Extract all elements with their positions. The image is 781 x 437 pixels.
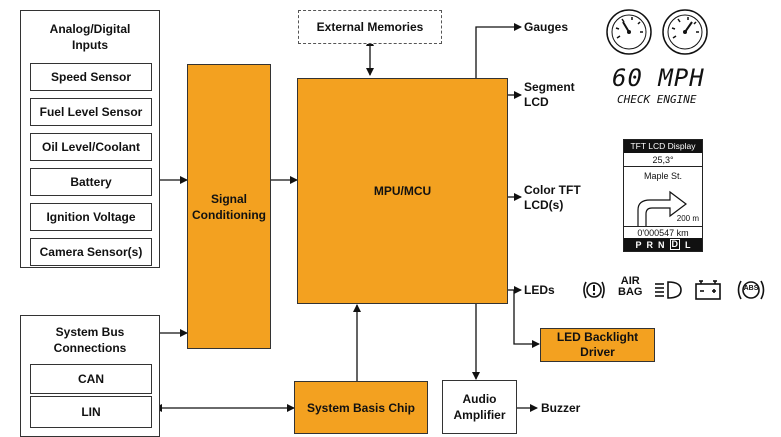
audio-amplifier-box: Audio Amplifier <box>442 380 517 434</box>
bus-title: System Bus Connections <box>21 324 159 356</box>
oil-level-coolant-box: Oil Level/Coolant <box>30 133 152 161</box>
external-memories-label: External Memories <box>317 20 424 34</box>
gear-l: L <box>685 240 691 250</box>
battery-warning-icon <box>694 280 722 300</box>
tft-title-bar: TFT LCD Display <box>624 140 702 153</box>
brake-warning-icon <box>582 279 606 301</box>
speed-sensor-box: Speed Sensor <box>30 63 152 91</box>
headlight-icon <box>654 280 682 300</box>
inputs-title: Analog/Digital Inputs <box>21 21 159 53</box>
tachometer-gauge-icon <box>661 8 709 56</box>
tft-distance: 200 m <box>677 214 699 223</box>
leds-label: LEDs <box>524 283 555 297</box>
ignition-voltage-box: Ignition Voltage <box>30 203 152 231</box>
fuel-level-sensor-box: Fuel Level Sensor <box>30 98 152 126</box>
tft-street-name: Maple St. <box>624 171 702 181</box>
external-memories-box: External Memories <box>298 10 442 44</box>
color-tft-label: Color TFT LCD(s) <box>524 183 594 213</box>
abs-warning-icon: ABS <box>735 278 767 302</box>
buzzer-label: Buzzer <box>541 401 580 415</box>
camera-sensors-box: Camera Sensor(s) <box>30 238 152 266</box>
signal-conditioning-block: Signal Conditioning <box>187 64 271 349</box>
airbag-line2: BAG <box>618 287 642 298</box>
tft-temperature: 25,3° <box>624 154 702 167</box>
gear-d: D <box>670 239 681 250</box>
can-box: CAN <box>30 364 152 394</box>
gear-r: R <box>647 240 654 250</box>
audio-amplifier-label: Audio Amplifier <box>443 391 516 423</box>
system-basis-chip-label: System Basis Chip <box>307 401 415 415</box>
segment-lcd-label: Segment LCD <box>524 80 574 110</box>
tft-lcd-display: TFT LCD Display 25,3° Maple St. 200 m 0'… <box>623 139 703 252</box>
lin-box: LIN <box>30 396 152 428</box>
led-backlight-driver-label: LED Backlight Driver <box>541 330 654 360</box>
gauges-label: Gauges <box>524 20 568 34</box>
gear-p: P <box>635 240 641 250</box>
gear-n: N <box>658 240 665 250</box>
mpu-mcu-block: MPU/MCU <box>297 78 508 304</box>
abs-text: ABS <box>735 285 767 292</box>
system-basis-chip-block: System Basis Chip <box>294 381 428 434</box>
segment-speed-readout: 60 MPH <box>612 64 705 92</box>
led-backlight-driver-block: LED Backlight Driver <box>540 328 655 362</box>
airbag-icon: AIR BAG <box>618 276 642 298</box>
battery-box: Battery <box>30 168 152 196</box>
speedometer-gauge-icon <box>605 8 653 56</box>
mpu-mcu-label: MPU/MCU <box>374 184 431 198</box>
signal-conditioning-label: Signal Conditioning <box>188 191 270 223</box>
tft-gear-indicator: P R N D L <box>624 238 702 251</box>
segment-check-engine: CHECK ENGINE <box>617 93 696 106</box>
